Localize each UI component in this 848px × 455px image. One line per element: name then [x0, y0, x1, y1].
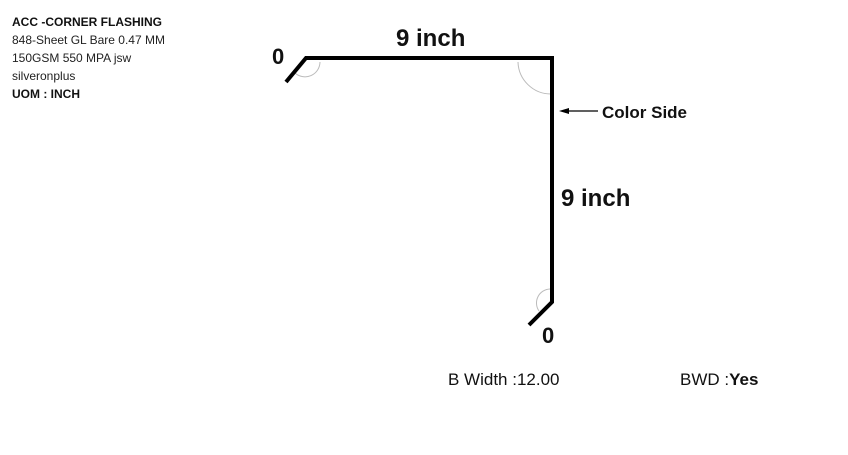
bwd-value: Yes	[729, 370, 759, 389]
bwd: BWD :Yes	[680, 370, 758, 390]
sheet-spec: 848-Sheet GL Bare 0.47 MM	[12, 33, 165, 47]
material-spec: 150GSM 550 MPA jsw	[12, 51, 132, 65]
flashing-profile-line	[284, 56, 554, 327]
product-title: ACC -CORNER FLASHING	[12, 15, 162, 29]
top-angle-label: 0	[272, 44, 284, 69]
coating-spec: silveronplus	[12, 69, 76, 83]
b-width-label: B Width :	[448, 370, 517, 389]
bottom-angle-arc	[535, 288, 551, 312]
color-side-label: Color Side	[602, 103, 687, 122]
unit-of-measure: UOM : INCH	[12, 87, 80, 101]
info-panel: ACC -CORNER FLASHING 848-Sheet GL Bare 0…	[12, 13, 165, 103]
top-length-label: 9 inch	[396, 25, 465, 52]
color-side-arrow-head	[559, 108, 569, 114]
b-width-value: 12.00	[516, 370, 560, 389]
bottom-angle-label: 0	[542, 323, 554, 348]
bwd-label: BWD :	[680, 370, 730, 389]
top-left-angle-arc	[294, 61, 321, 78]
corner-angle-arc	[517, 61, 552, 95]
side-length-label: 9 inch	[561, 185, 630, 212]
b-width: B Width :12.00	[448, 370, 560, 390]
